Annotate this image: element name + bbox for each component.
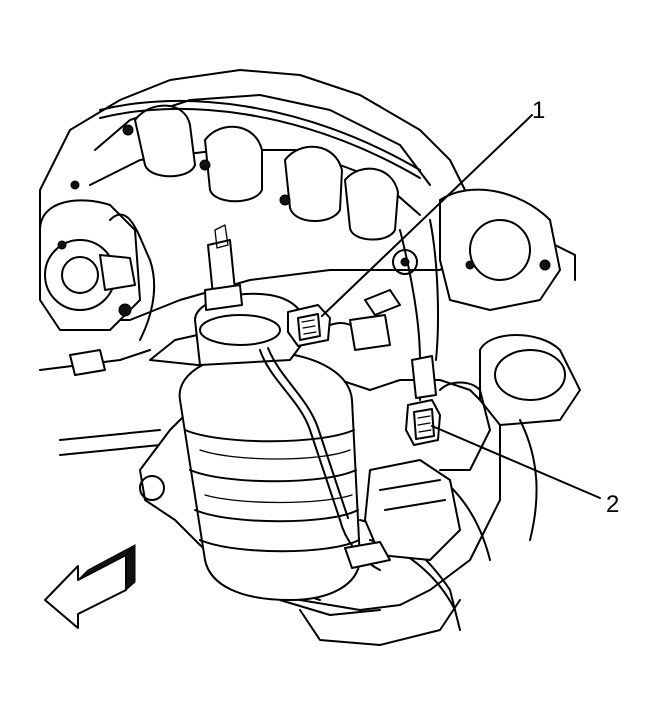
leader-line-2 <box>431 425 601 499</box>
callout-label-2: 2 <box>606 491 619 518</box>
leader-line-1 <box>321 114 533 317</box>
connector-2 <box>405 355 441 446</box>
leader-lines <box>321 114 601 499</box>
cylinder-head <box>39 69 471 321</box>
catalytic-converter <box>178 224 361 601</box>
right-components <box>344 188 581 569</box>
connector-1 <box>287 289 401 351</box>
front-direction-arrow-icon <box>44 543 136 629</box>
left-accessories <box>39 199 161 456</box>
callout-label-1: 1 <box>532 97 545 124</box>
